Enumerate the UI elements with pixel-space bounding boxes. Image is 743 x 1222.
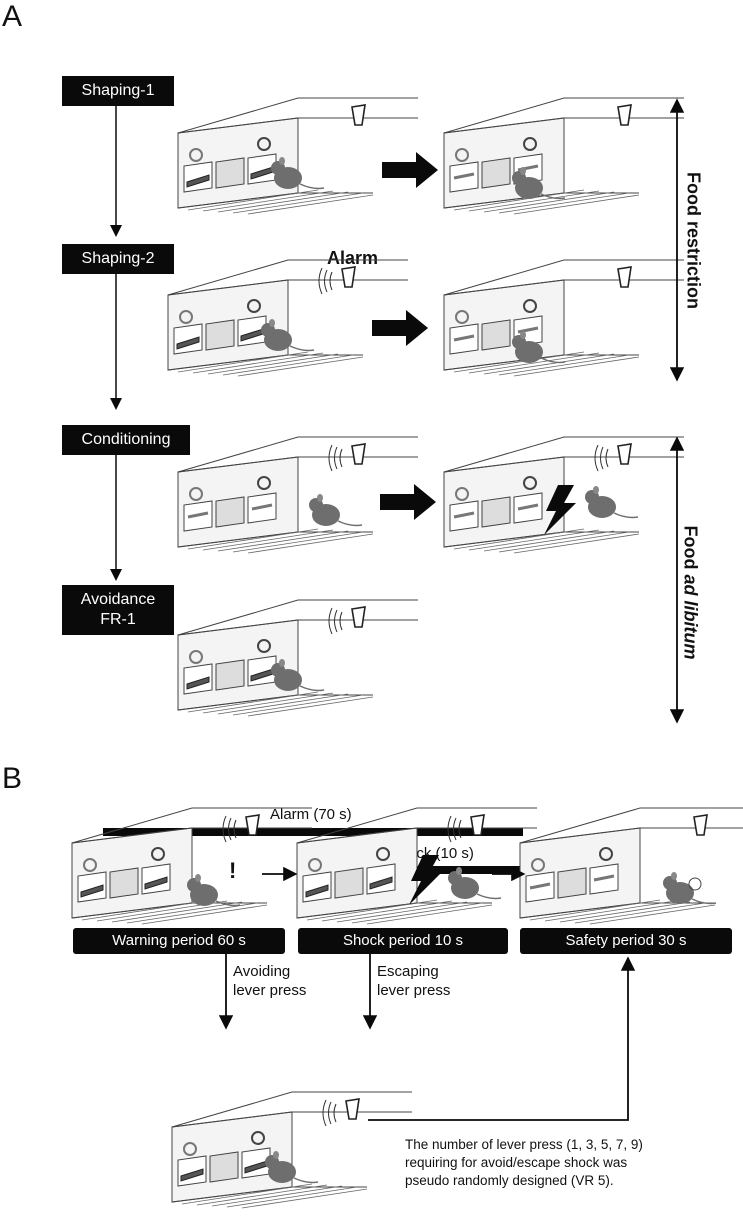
exclamation-mark: ! (229, 858, 237, 883)
escaping-label: Escaping lever press (377, 963, 451, 999)
safety-period-box: Safety period 30 s (520, 928, 732, 954)
chamber-shock (296, 807, 538, 925)
shock-period-box: Shock period 10 s (298, 928, 508, 954)
alarm-bar-label: Alarm (70 s) (270, 806, 352, 823)
chamber-shaping2-left (167, 259, 409, 377)
avoiding-label: Avoiding lever press (233, 963, 307, 999)
chamber-warning (71, 807, 313, 925)
alarm-label: Alarm (327, 248, 379, 268)
transition-arrow-1 (382, 152, 438, 188)
alarm-bar (103, 828, 523, 836)
transition-arrow-2 (372, 310, 428, 346)
chamber-safety (519, 807, 743, 925)
panel-b-letter: B (2, 762, 23, 795)
chamber-shaping1-right (443, 97, 685, 215)
panel-a-letter: A (2, 0, 23, 33)
chamber-avoidance (177, 599, 419, 717)
chamber-shaping1-left (177, 97, 419, 215)
chamber-lever-press (171, 1091, 413, 1209)
chamber-conditioning-right (443, 436, 685, 554)
period-flow-arrows (218, 866, 636, 1121)
stage-conditioning: Conditioning (62, 425, 190, 455)
stage-shaping-1: Shaping-1 (62, 76, 174, 106)
vr-note: The number of lever press (1, 3, 5, 7, 9… (405, 1137, 643, 1188)
stage-shaping-2: Shaping-2 (62, 244, 174, 274)
stage-avoidance-fr1: Avoidance FR-1 (62, 585, 174, 635)
transition-arrow-3 (380, 484, 436, 520)
chamber-shaping2-right (443, 259, 685, 377)
warning-period-box: Warning period 60 s (73, 928, 285, 954)
